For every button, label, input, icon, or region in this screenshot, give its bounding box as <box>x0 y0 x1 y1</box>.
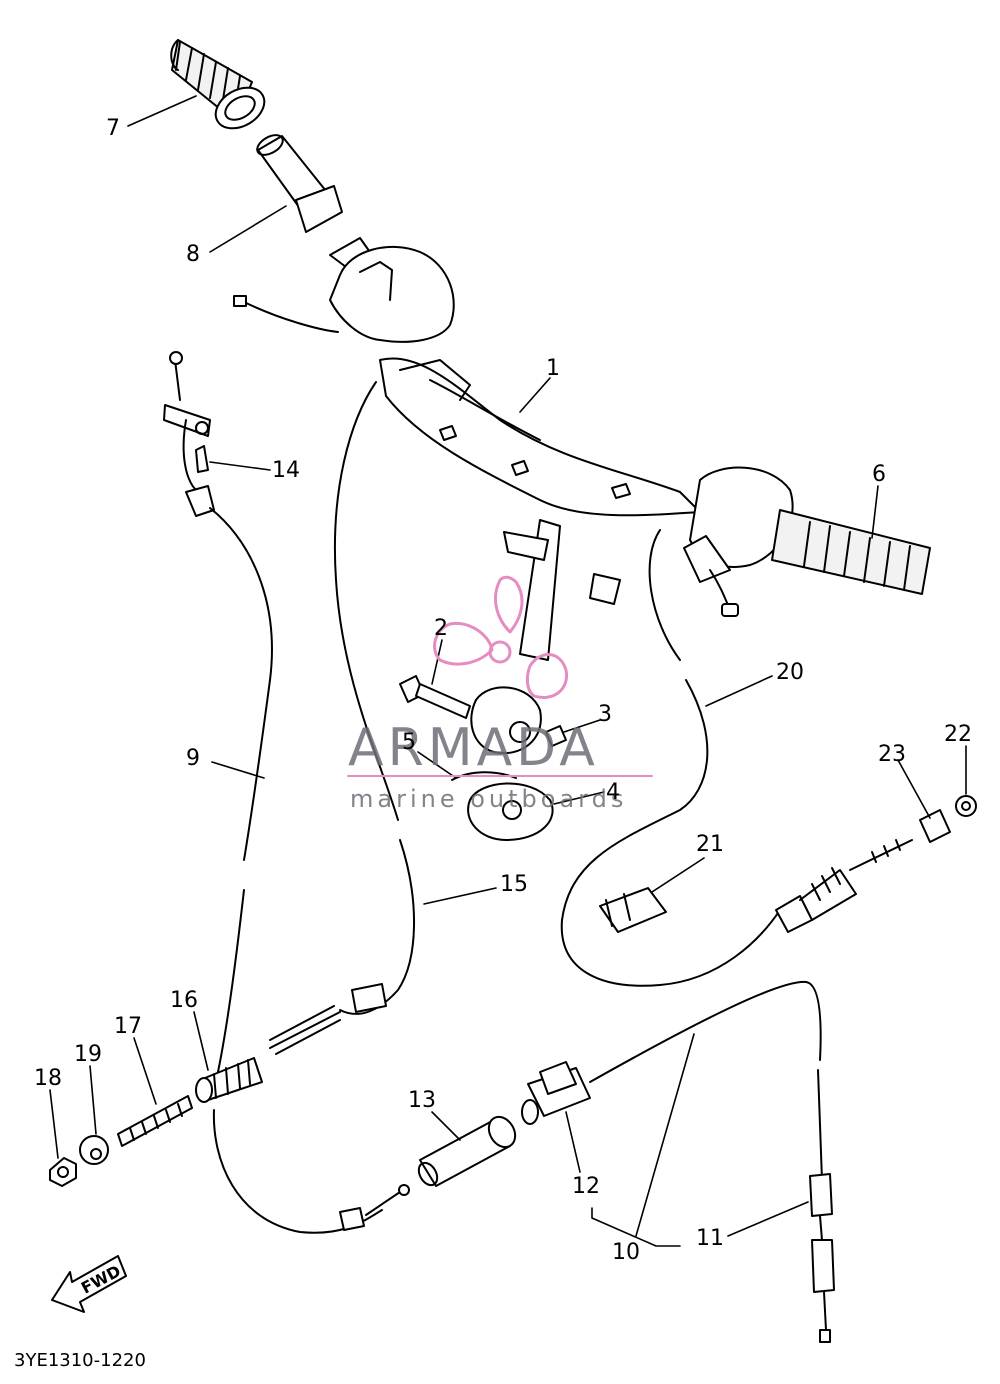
right-grip-assembly <box>683 466 931 617</box>
part-label-5: 5 <box>402 730 416 755</box>
leader-lines <box>49 95 967 1247</box>
handlebar <box>329 237 701 661</box>
left-grip <box>170 39 266 130</box>
right-cable-end <box>775 795 977 933</box>
throttle-grip <box>256 134 343 233</box>
drawing-code: 3YE1310-1220 <box>14 1350 146 1371</box>
cable-15 <box>233 295 416 1055</box>
watermark-subtitle: marine outboards <box>350 785 628 813</box>
part-label-21: 21 <box>696 832 724 857</box>
part-label-4: 4 <box>606 780 620 805</box>
part-label-23: 23 <box>878 742 906 767</box>
part-label-18: 18 <box>34 1066 62 1091</box>
part-label-6: 6 <box>872 462 886 487</box>
cable-10-11 <box>589 980 835 1343</box>
part-label-8: 8 <box>186 242 200 267</box>
part-label-22: 22 <box>944 722 972 747</box>
part-label-1: 1 <box>546 356 560 381</box>
part-label-11: 11 <box>696 1226 724 1251</box>
part-label-2: 2 <box>434 616 448 641</box>
watermark-logo <box>433 575 569 699</box>
left-cable-bracket <box>163 351 211 473</box>
part-label-12: 12 <box>572 1174 600 1199</box>
part-label-10: 10 <box>612 1240 640 1265</box>
cable-adjuster-12 <box>521 1061 591 1125</box>
cable-20 <box>560 529 781 987</box>
fwd-arrow <box>51 1255 127 1313</box>
part-label-17: 17 <box>114 1014 142 1039</box>
part-label-9: 9 <box>186 746 200 771</box>
part-label-19: 19 <box>74 1042 102 1067</box>
cable-clamp-21 <box>599 887 667 933</box>
part-label-13: 13 <box>408 1088 436 1113</box>
part-label-20: 20 <box>776 660 804 685</box>
part-label-16: 16 <box>170 988 198 1013</box>
left-adjuster-stack <box>49 1057 263 1187</box>
cable-9 <box>182 419 410 1234</box>
throttle-tube-13 <box>417 1115 517 1187</box>
part-label-15: 15 <box>500 872 528 897</box>
part-label-3: 3 <box>598 702 612 727</box>
part-label-14: 14 <box>272 458 300 483</box>
watermark-title: ARMADA <box>348 718 599 778</box>
part-label-7: 7 <box>106 116 120 141</box>
handlebar-clamp <box>399 675 567 841</box>
